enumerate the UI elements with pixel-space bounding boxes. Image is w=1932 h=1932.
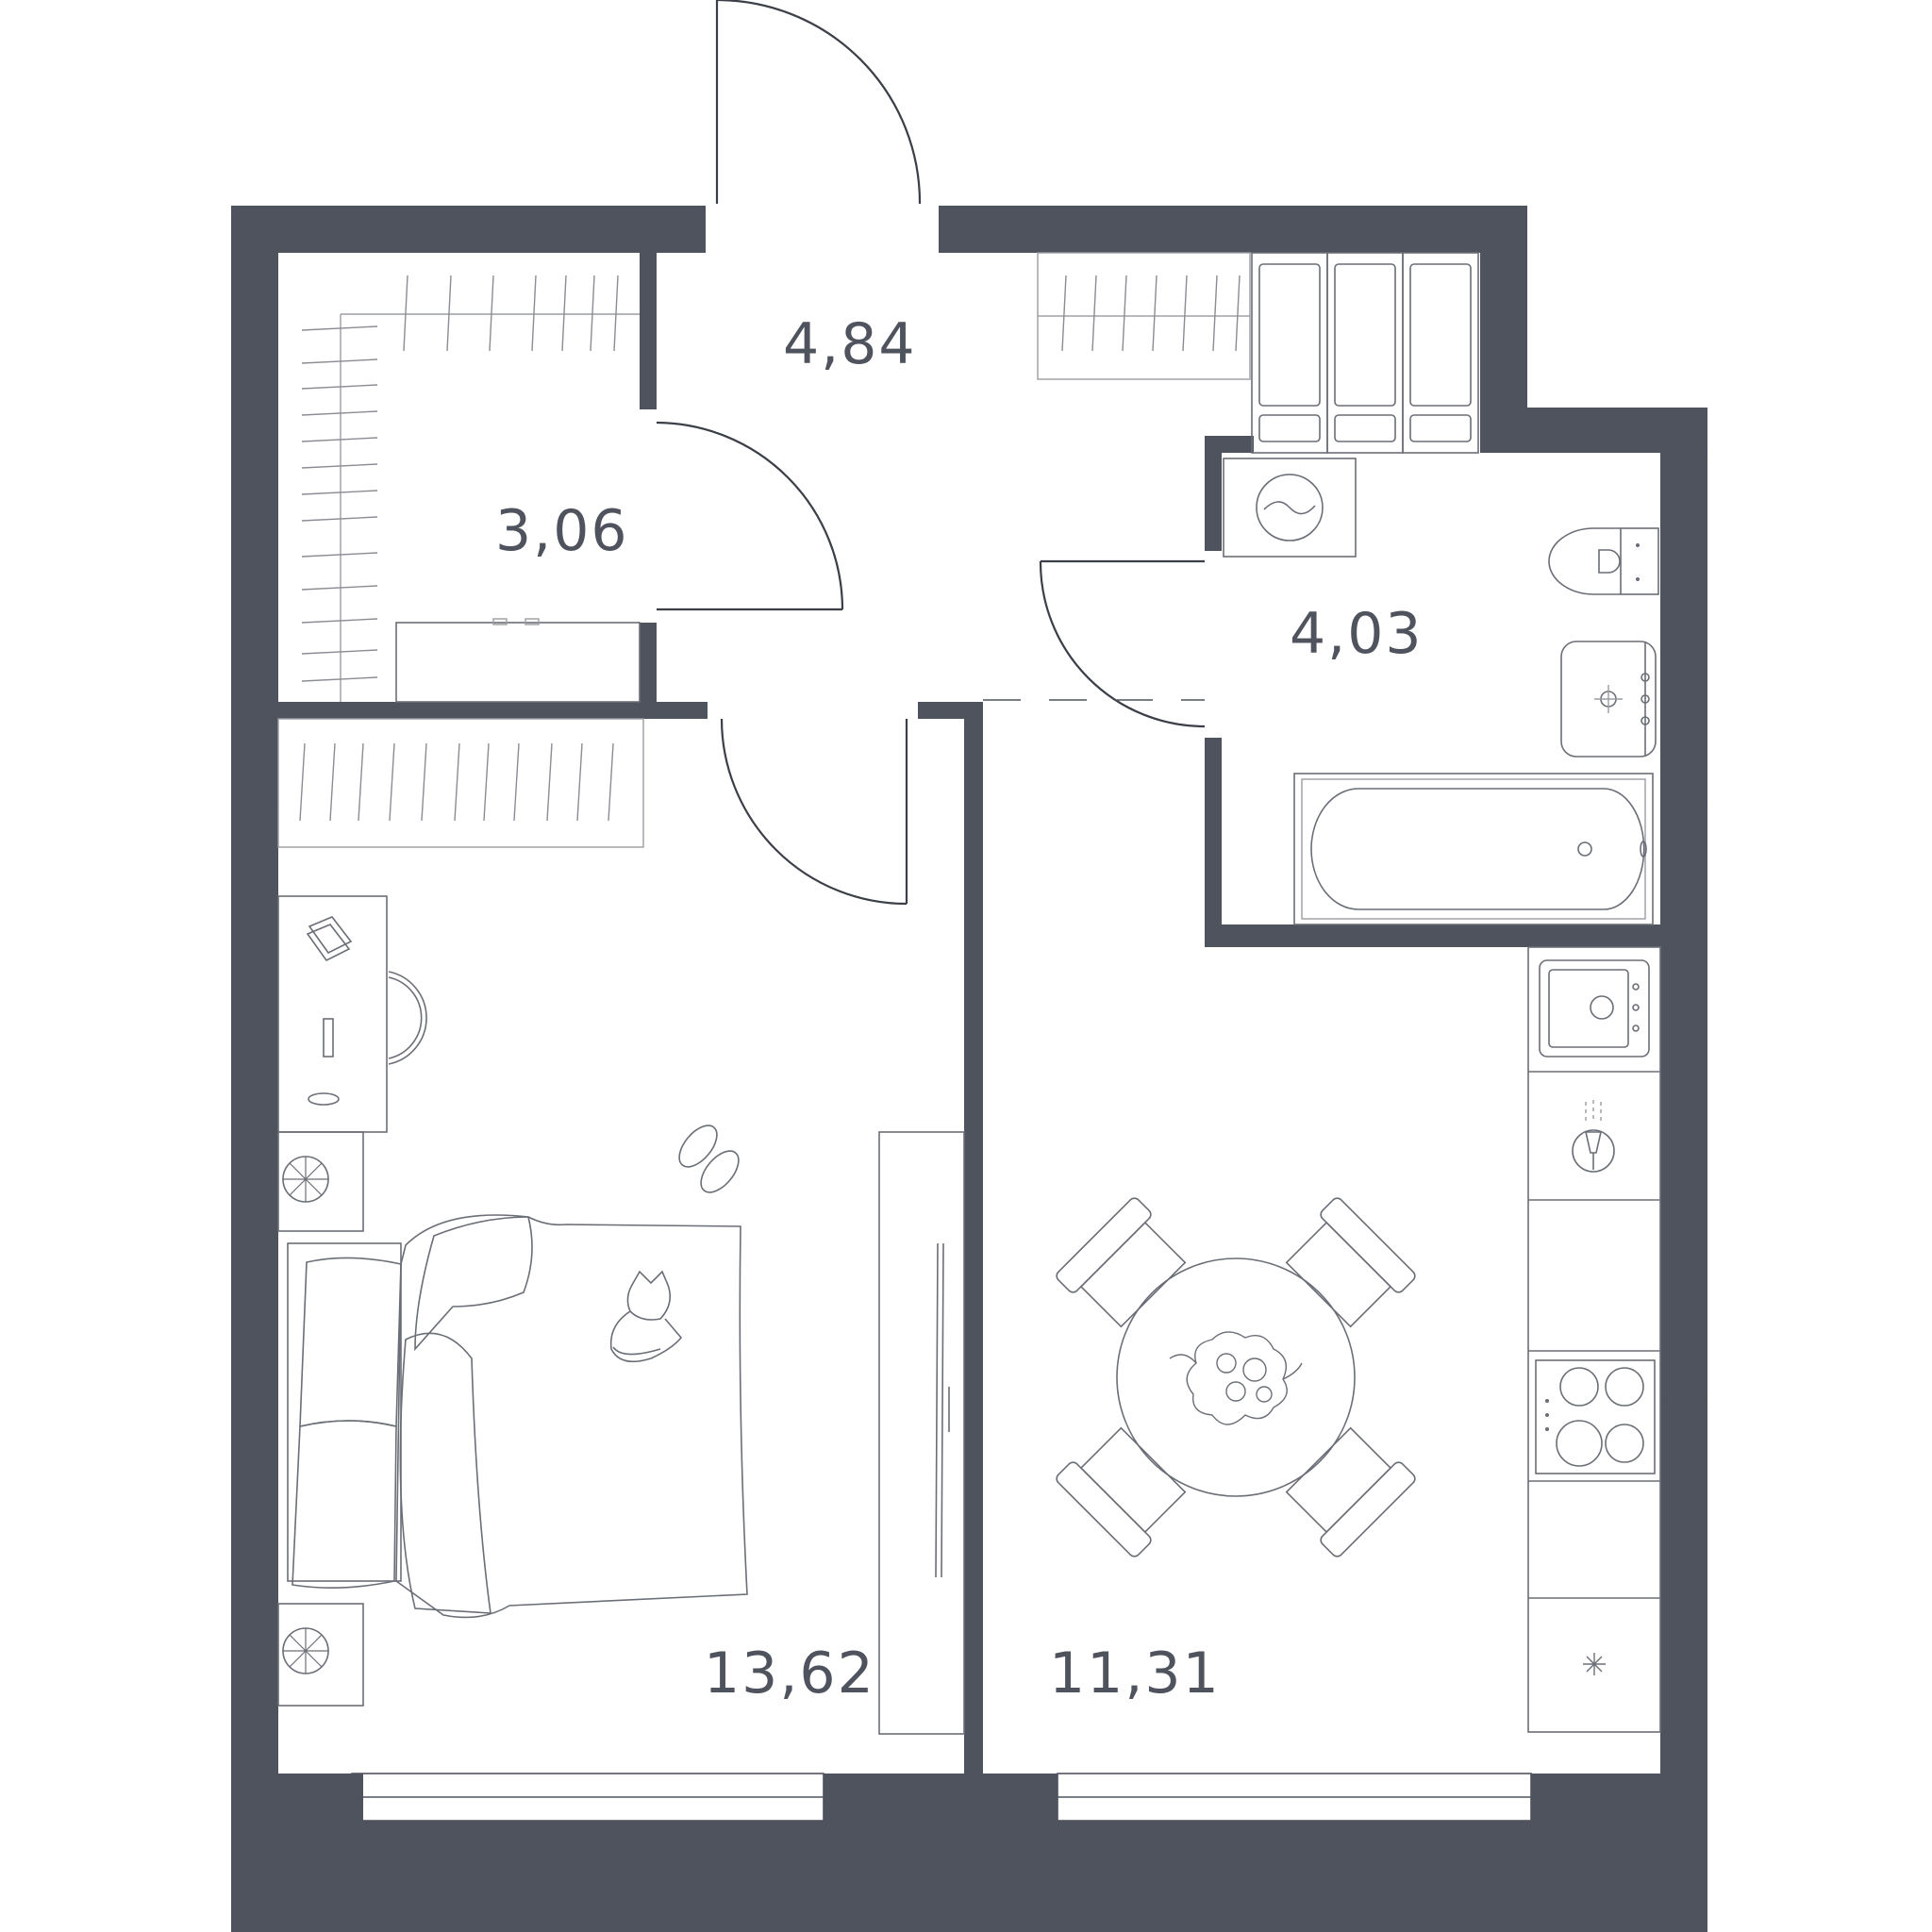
chair-icon xyxy=(1285,1197,1416,1328)
wall-bath-bottom xyxy=(1205,924,1660,947)
wall-hall-bottom-right xyxy=(918,702,974,719)
chair-icon xyxy=(1056,1197,1187,1328)
nightstand-top xyxy=(277,1131,364,1232)
room-area-hall: 4,84 xyxy=(783,311,917,377)
room-area-bedroom: 13,62 xyxy=(704,1641,875,1707)
wall-left xyxy=(231,206,278,1932)
hall-wardrobe xyxy=(1037,252,1479,454)
wall-bath-left-bottom xyxy=(1205,738,1222,947)
wall-top-right xyxy=(939,206,1527,253)
cabinet-units xyxy=(1251,252,1479,454)
centerpiece xyxy=(1169,1331,1303,1425)
chair-icon xyxy=(1056,1426,1187,1557)
wall-bath-left-top-cap xyxy=(1205,436,1254,453)
room-area-wardrobe: 3,06 xyxy=(495,498,629,564)
bathtub-icon xyxy=(1293,773,1654,925)
wall-bottom-strip-right xyxy=(1058,1821,1531,1932)
doors xyxy=(656,0,1206,906)
desk-icon xyxy=(277,895,388,1133)
door-swing-icon xyxy=(1039,559,1206,728)
window-icon xyxy=(351,1773,824,1822)
room-area-bathroom: 4,03 xyxy=(1290,601,1424,667)
washing-machine-icon xyxy=(1223,458,1357,558)
chair-icon xyxy=(388,971,427,1065)
tap-icon xyxy=(1572,1100,1615,1173)
door-swing-icon xyxy=(720,718,908,906)
tv-icon xyxy=(878,1131,965,1735)
door-swing-icon xyxy=(656,421,844,611)
dining-table-icon xyxy=(1056,1197,1416,1557)
bed-icon xyxy=(287,1214,748,1619)
walls xyxy=(231,206,1707,1932)
nightstand-bottom xyxy=(277,1603,364,1707)
wall-top-left xyxy=(231,206,706,253)
kitchen-counter xyxy=(1527,946,1661,1733)
wall-bath-left-top xyxy=(1205,436,1222,551)
wall-bottom-mid xyxy=(824,1774,1058,1932)
wall-bottom-right xyxy=(1531,1774,1707,1932)
kitchen-sink-icon xyxy=(1539,959,1650,1058)
wall-wardrobe-bottom xyxy=(278,702,708,719)
wall-wardrobe-right-top xyxy=(640,253,657,409)
wall-bottom-left-inner xyxy=(231,1774,363,1830)
window-icon xyxy=(1057,1773,1532,1822)
room-area-kitchen-living: 11,31 xyxy=(1049,1641,1221,1707)
wall-bedroom-kitchen xyxy=(964,702,983,1774)
fridge-spark-icon xyxy=(1583,1653,1606,1675)
wardrobe-icon xyxy=(301,275,641,703)
wall-right xyxy=(1660,408,1707,1932)
wall-wardrobe-right-bottom xyxy=(640,623,657,702)
door-swing-icon xyxy=(715,0,922,205)
chair-icon xyxy=(1285,1426,1416,1557)
stove-icon xyxy=(1535,1359,1656,1474)
wall-bottom-strip-left xyxy=(352,1821,824,1932)
cat-icon xyxy=(609,1270,683,1363)
sink-icon xyxy=(1560,641,1657,758)
toilet-icon xyxy=(1548,527,1659,595)
windows xyxy=(231,386,1707,1822)
wardrobe-icon xyxy=(277,718,644,848)
slippers-icon xyxy=(678,1124,740,1193)
